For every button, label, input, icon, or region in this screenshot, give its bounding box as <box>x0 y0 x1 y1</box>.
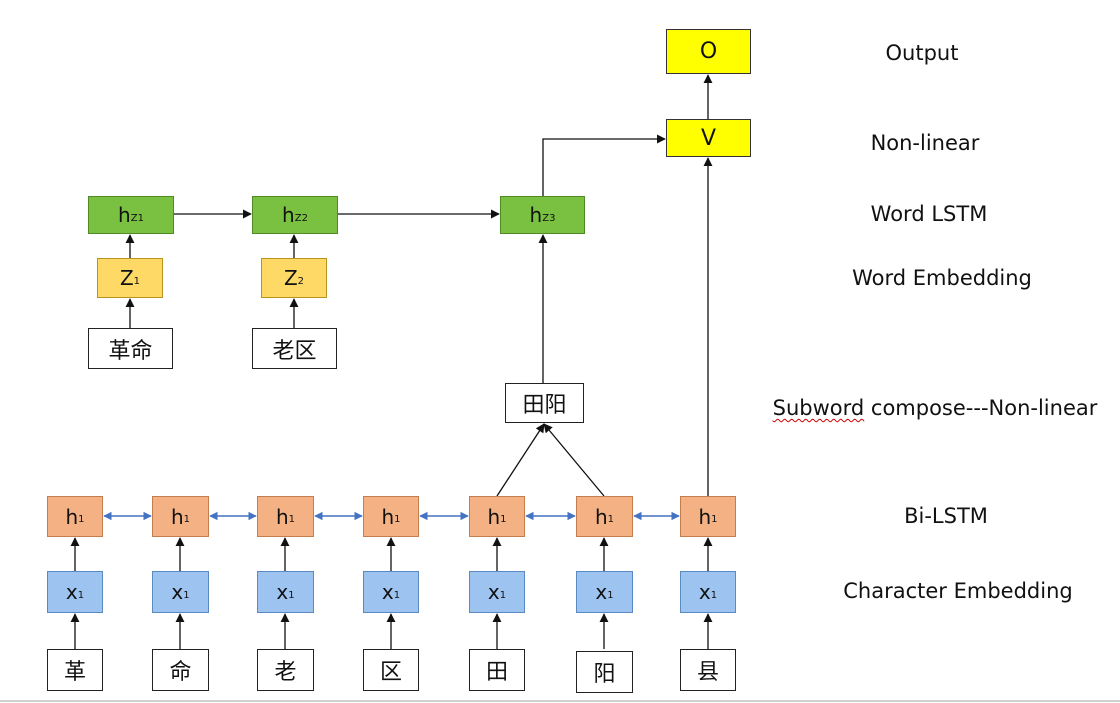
label-subword-word: Subword <box>772 396 865 420</box>
char-node-3: 老 <box>257 649 314 691</box>
label-nonlinear: Non-linear <box>870 131 980 155</box>
char-node-5: 田 <box>469 649 525 691</box>
label-bi-lstm: Bi-LSTM <box>904 504 988 528</box>
char-node-1: 革 <box>47 649 103 691</box>
label-subword-rest: compose---Non-linear <box>864 396 1098 420</box>
label-output: Output <box>885 41 959 65</box>
char-node-7: 县 <box>680 649 736 691</box>
arrow-bilstm5-to-subword <box>496 423 545 497</box>
char-node-6: 阳 <box>576 651 633 693</box>
label-char-embedding: Character Embedding <box>843 579 1073 603</box>
word-input-2: 老区 <box>252 328 337 369</box>
label-word-lstm: Word LSTM <box>870 202 988 226</box>
arrow-wordlstm3-to-nonlinear <box>542 134 666 196</box>
word-input-1: 革命 <box>88 328 173 369</box>
subword-node: 田阳 <box>505 383 584 423</box>
char-node-4: 区 <box>363 649 419 691</box>
nonlinear-node: V <box>666 119 751 157</box>
output-node: O <box>666 29 751 74</box>
label-subword: Subword compose---Non-linear <box>773 396 1098 420</box>
arrow-bilstm6-to-subword <box>543 423 605 497</box>
bottom-divider <box>0 700 1120 702</box>
label-word-embedding: Word Embedding <box>852 266 1032 290</box>
char-node-2: 命 <box>152 649 209 691</box>
